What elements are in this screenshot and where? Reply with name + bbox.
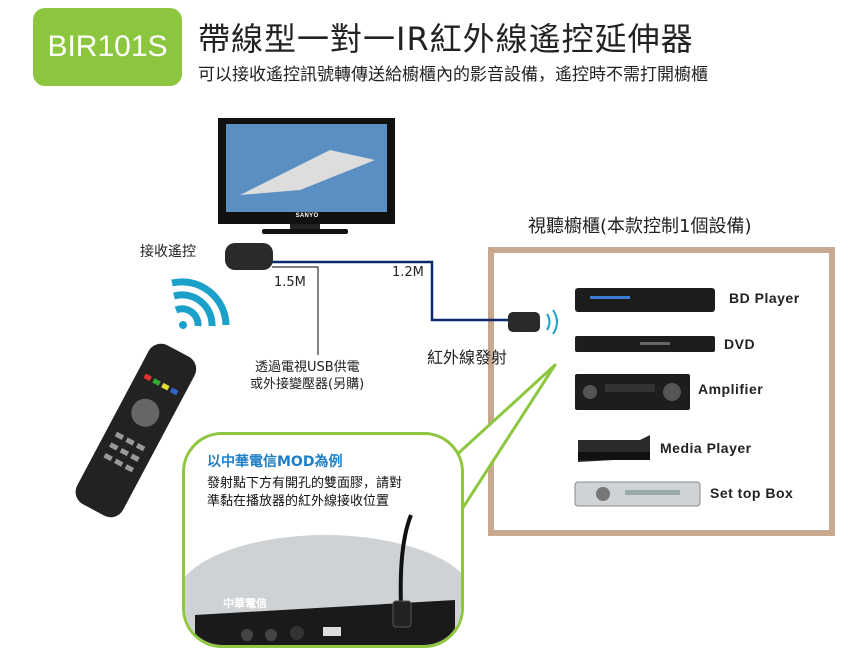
cable-1-2m bbox=[272, 260, 512, 322]
device-label-dvd: DVD bbox=[724, 336, 756, 352]
device-label-set-top-box: Set top Box bbox=[710, 485, 794, 501]
device-label-media-player: Media Player bbox=[660, 440, 752, 456]
wifi-signal-icon bbox=[171, 278, 230, 329]
mod-brand-label: 中華電信 bbox=[223, 597, 267, 610]
device-label-amplifier: Amplifier bbox=[698, 381, 764, 397]
power-note-line1: 透過電視USB供電 bbox=[255, 360, 360, 375]
set-top-box-icon bbox=[574, 481, 701, 507]
power-note-line2: 或外接變壓器(另購) bbox=[250, 377, 365, 392]
receiver-label: 接收遙控 bbox=[140, 244, 196, 260]
cabinet-label: 視聽櫥櫃(本款控制1個設備) bbox=[528, 216, 752, 237]
model-badge: BIR101S bbox=[33, 8, 182, 86]
page-title: 帶線型一對一IR紅外線遙控延伸器 bbox=[198, 20, 694, 58]
mod-device-photo bbox=[185, 514, 461, 645]
ir-receiver-icon bbox=[225, 243, 273, 270]
emit-signal-icon bbox=[546, 309, 558, 335]
cable-2-length: 1.2M bbox=[392, 265, 424, 280]
callout-line1: 發射點下方有開孔的雙面膠，請對 bbox=[207, 476, 403, 491]
tv-icon bbox=[218, 118, 395, 234]
cable-1-length: 1.5M bbox=[274, 275, 306, 290]
bd-player-icon bbox=[575, 288, 715, 312]
callout-heading: 以中華電信MOD為例 bbox=[207, 454, 343, 470]
callout-bubble: 以中華電信MOD為例 發射點下方有開孔的雙面膠，請對 準黏在播放器的紅外線接收位… bbox=[182, 432, 464, 648]
callout-tail bbox=[438, 363, 557, 521]
ir-emitter-icon bbox=[508, 312, 540, 332]
callout-line2: 準黏在播放器的紅外線接收位置 bbox=[207, 494, 390, 509]
remote-control-icon bbox=[75, 343, 197, 518]
tv-brand-label: SANYO bbox=[295, 213, 319, 219]
media-player-icon bbox=[578, 435, 650, 462]
amplifier-icon bbox=[575, 374, 690, 410]
usb-cable bbox=[272, 266, 319, 355]
device-label-bd: BD Player bbox=[729, 290, 800, 306]
emitter-label: 紅外線發射 bbox=[427, 348, 508, 367]
dvd-player-icon bbox=[575, 336, 715, 352]
page-subtitle: 可以接收遙控訊號轉傳送給櫥櫃內的影音設備，遙控時不需打開櫥櫃 bbox=[198, 65, 708, 85]
